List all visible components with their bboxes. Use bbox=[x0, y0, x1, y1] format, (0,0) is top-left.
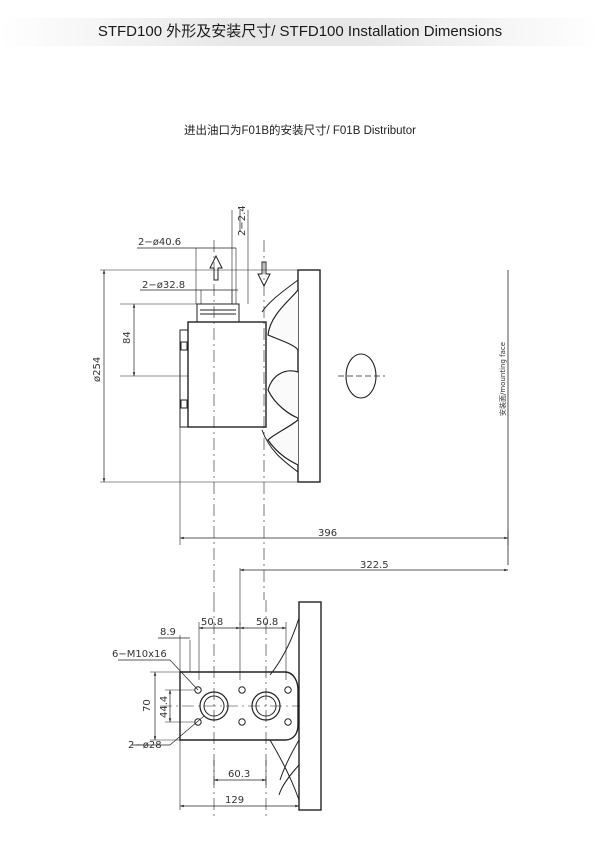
dim-thread-holes: 6−M10x16 bbox=[112, 649, 167, 660]
dim-port-dia-lower: 2−ø28 bbox=[128, 740, 162, 751]
dim-overall-length: 396 bbox=[318, 528, 337, 539]
dim-edge-offset: 8.9 bbox=[160, 627, 176, 638]
bottom-view bbox=[118, 600, 322, 820]
dim-port-height: 84 bbox=[122, 331, 133, 344]
dim-bolt-span-v-inner: 44.4 bbox=[159, 696, 170, 718]
page-title: STFD100 外形及安装尺寸/ STFD100 Installation Di… bbox=[97, 23, 503, 40]
section-title: 进出油口为F01B的安装尺寸/ F01B Distributor bbox=[184, 125, 416, 137]
dim-port-outer-dia: 2−ø40.6 bbox=[138, 237, 181, 248]
dim-port-center-dist: 60.3 bbox=[228, 769, 250, 780]
dim-port-spacing-right: 50.8 bbox=[256, 617, 278, 628]
dim-port-spacing-left: 50.8 bbox=[201, 617, 223, 628]
dim-flange-dia: ø254 bbox=[92, 357, 103, 382]
header-bar: STFD100 外形及安装尺寸/ STFD100 Installation Di… bbox=[0, 18, 600, 46]
dim-flange-to-port: 322.5 bbox=[360, 560, 389, 571]
label-mounting-face: 安装面/mounting face bbox=[498, 342, 507, 416]
dim-port-depth: 2−2.4 bbox=[237, 205, 248, 236]
dim-bolt-span-v: 70 bbox=[142, 699, 153, 712]
top-view bbox=[100, 210, 509, 625]
dim-block-width: 129 bbox=[225, 795, 244, 806]
dim-port-inner-dia: 2−ø32.8 bbox=[142, 280, 185, 291]
